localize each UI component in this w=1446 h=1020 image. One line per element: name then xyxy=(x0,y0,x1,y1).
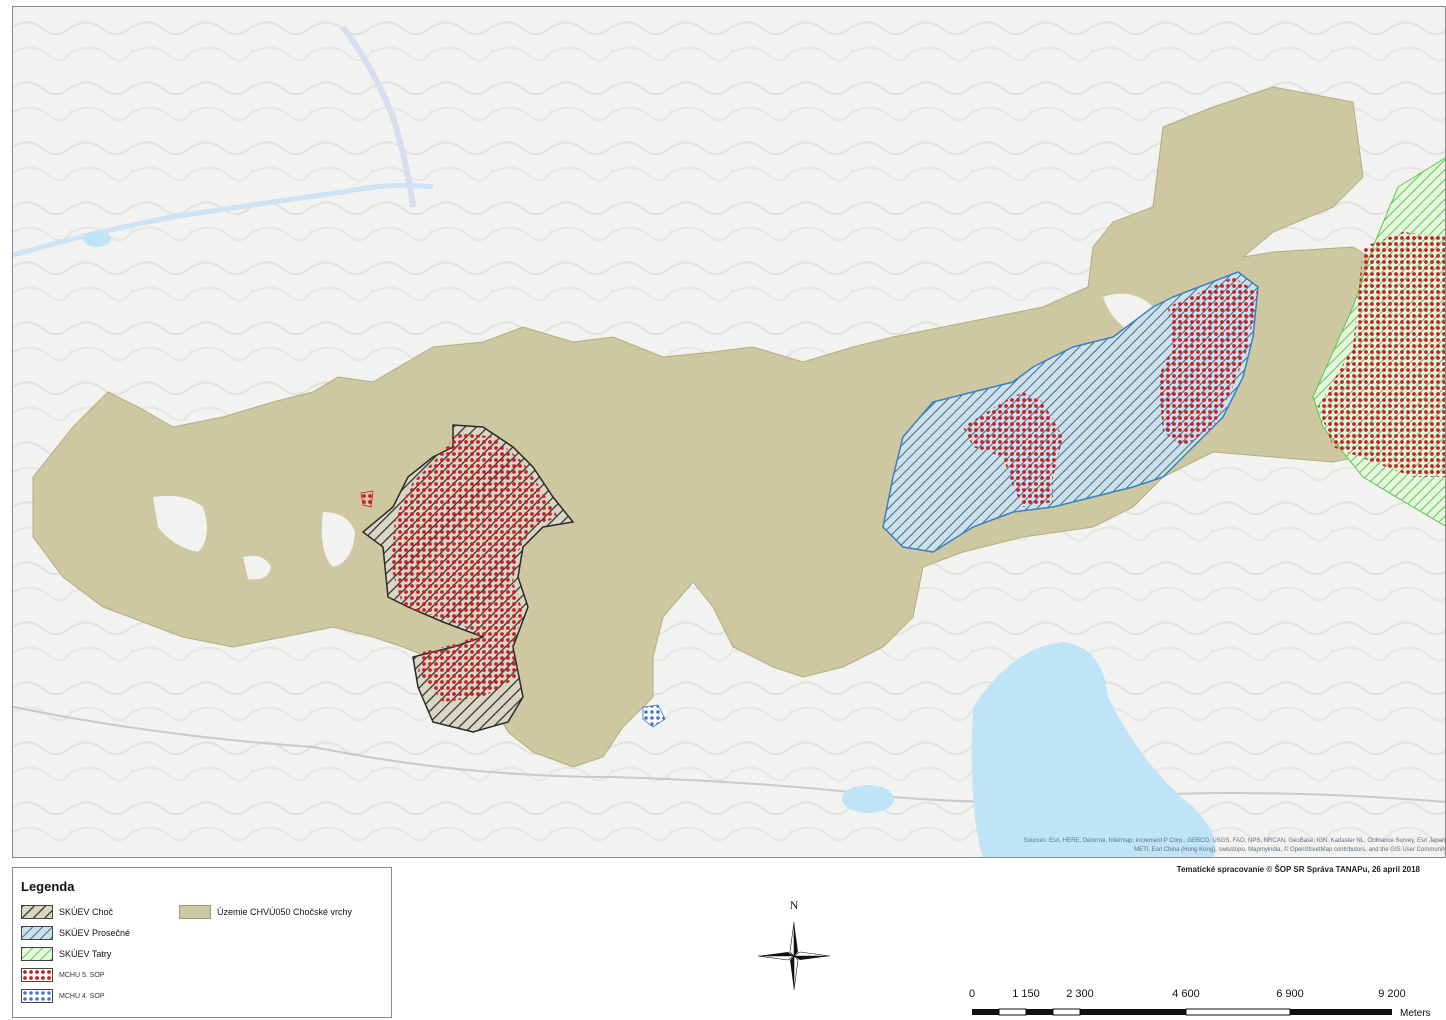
map-attribution: Sources: Esri, HERE, Delorme, Intermap, … xyxy=(727,837,1446,855)
legend-label: MCHU 5. SOP xyxy=(59,971,105,979)
mchu5-small-west[interactable] xyxy=(360,490,374,508)
scale-tick-label: 4 600 xyxy=(1172,988,1200,1000)
dots-red-swatch-icon xyxy=(21,968,53,982)
legend-label: MCHU 4. SOP xyxy=(59,992,105,1000)
khaki-fill-swatch-icon xyxy=(179,905,211,919)
mchu5-tatry-area[interactable] xyxy=(1318,232,1446,477)
hatch-blue-swatch-icon xyxy=(21,926,53,940)
lake-small xyxy=(842,785,894,813)
map-frame[interactable]: Sources: Esri, HERE, Delorme, Intermap, … xyxy=(12,6,1446,858)
scale-bar-graphic xyxy=(972,1008,1392,1016)
scale-tick-label: 1 150 xyxy=(1012,988,1040,1000)
legend-panel: Legenda SKÚEV Choč SKÚEV Prosečné SKÚEV … xyxy=(12,867,392,1018)
legend-label: Územie CHVÚ050 Chočské vrchy xyxy=(217,907,353,917)
legend-item-skuev-tatry: SKÚEV Tatry xyxy=(21,947,111,961)
attribution-line-2: METI, Esri China (Hong Kong), swisstopo,… xyxy=(1134,847,1446,853)
mchu5-prosecne-south[interactable] xyxy=(963,392,1063,507)
lake-liptovska-mara xyxy=(971,642,1216,857)
credit-text: Tematické spracovanie © ŠOP SR Správa TA… xyxy=(1176,865,1420,874)
mchu4-small-area[interactable] xyxy=(642,704,666,728)
legend-item-chvu: Územie CHVÚ050 Chočské vrchy xyxy=(179,905,352,919)
attribution-line-1: Sources: Esri, HERE, Delorme, Intermap, … xyxy=(1023,838,1446,844)
scale-tick-label: 0 xyxy=(968,988,976,1000)
legend-title: Legenda xyxy=(21,879,75,894)
scale-unit: Meters xyxy=(1400,1008,1431,1019)
mchu5-choc-area[interactable] xyxy=(391,432,558,702)
scale-tick-label: 2 300 xyxy=(1066,988,1094,1000)
reservoir-small xyxy=(83,231,111,247)
dots-blue-swatch-icon xyxy=(21,989,53,1003)
hatch-green-swatch-icon xyxy=(21,947,53,961)
legend-item-mchu5: MCHU 5. SOP xyxy=(21,968,105,982)
enclave-kvacany xyxy=(153,495,207,552)
skuev-prosecne-area[interactable] xyxy=(882,271,1259,553)
legend-label: SKÚEV Tatry xyxy=(59,949,112,959)
legend-label: SKÚEV Choč xyxy=(59,907,114,917)
scale-tick-label: 9 200 xyxy=(1378,988,1406,1000)
legend-item-skuev-prosecne: SKÚEV Prosečné xyxy=(21,926,130,940)
legend-item-mchu4: MCHU 4. SOP xyxy=(21,989,105,1003)
map-canvas[interactable] xyxy=(13,7,1446,858)
mchu5-prosecne-north[interactable] xyxy=(1158,277,1258,447)
scale-bar: 0 1 150 2 300 4 600 6 900 9 200 Meters xyxy=(968,988,1438,1019)
enclave-malatina xyxy=(243,555,271,580)
north-label: N xyxy=(789,898,799,912)
enclave-valaska-dubova xyxy=(321,512,355,567)
legend-item-skuev-choc: SKÚEV Choč xyxy=(21,905,113,919)
river-orava xyxy=(340,25,416,208)
legend-label: SKÚEV Prosečné xyxy=(59,928,131,938)
hatch-black-swatch-icon xyxy=(21,905,53,919)
scale-tick-label: 6 900 xyxy=(1276,988,1304,1000)
compass-rose-icon xyxy=(757,921,831,991)
north-arrow: N xyxy=(756,898,832,994)
